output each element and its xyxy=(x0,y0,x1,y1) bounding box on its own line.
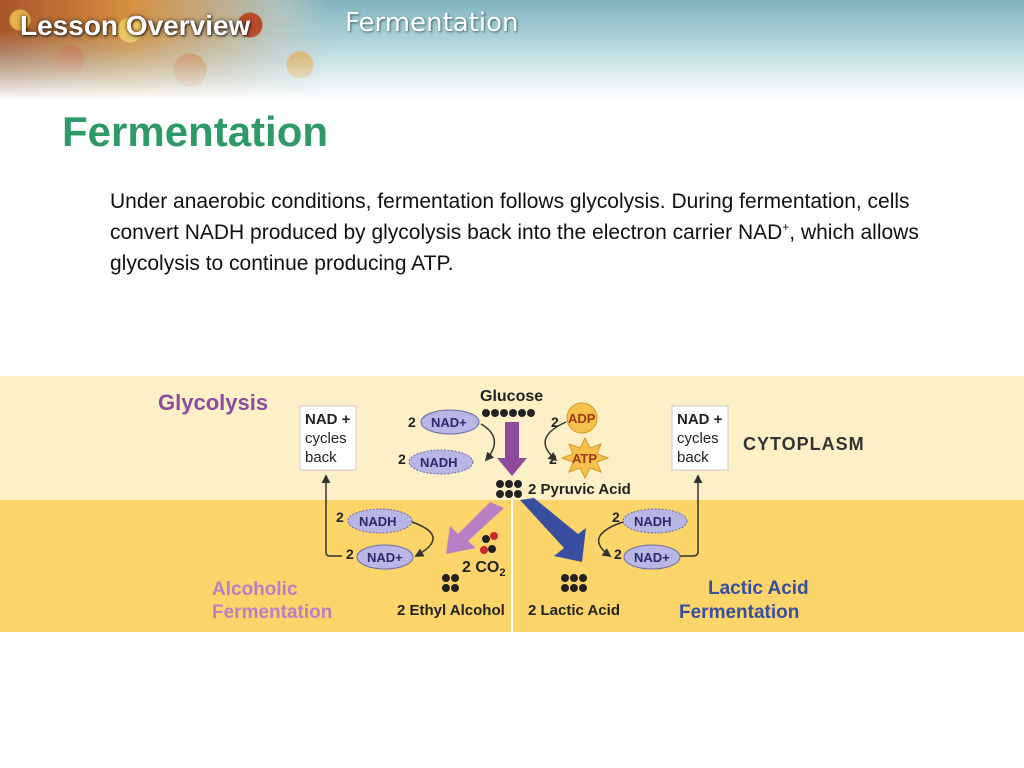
glycolysis-arrow xyxy=(497,422,527,476)
lactic-acid-molecule xyxy=(561,574,587,592)
nad-superscript: + xyxy=(782,220,790,234)
alcoholic-nad-oval xyxy=(356,544,414,570)
co2-subscript: 2 xyxy=(499,567,505,579)
nad-cycles-left-line1: NAD + xyxy=(305,411,351,428)
fermentation-diagram: Glycolysis NAD + cycles back NAD + cycle… xyxy=(0,376,1024,632)
lactic-nad-oval xyxy=(623,544,681,570)
slide-header: Lesson Overview Fermentation xyxy=(0,0,1024,100)
alcoholic-label-line1: Alcoholic xyxy=(212,579,298,600)
left-cycle-back-arrow xyxy=(321,474,342,557)
alcoholic-nadh-label: NADH xyxy=(359,514,397,529)
lactic-nad-label: NAD+ xyxy=(634,550,670,565)
co2-label: 2 CO2 xyxy=(462,559,505,579)
nad-cycles-left-line3: back xyxy=(305,449,337,466)
nad-cycles-back-right: NAD + cycles back xyxy=(671,405,729,471)
lactic-acid-label: 2 Lactic Acid xyxy=(528,602,620,619)
pyruvic-acid-label: 2 Pyruvic Acid xyxy=(528,481,631,498)
co2-label-text: 2 CO xyxy=(462,559,499,576)
lesson-overview-label: Lesson Overview xyxy=(20,10,251,41)
adp-coefficient: 2 xyxy=(551,414,559,430)
right-cycle-back-arrow xyxy=(680,474,703,557)
nad-cycles-right-line3: back xyxy=(677,449,709,466)
nad-cycles-right-line1: NAD + xyxy=(677,411,723,428)
glycolysis-nadh-label: NADH xyxy=(420,455,458,470)
glycolysis-nadh-oval xyxy=(408,449,474,475)
alcoholic-label-line2: Fermentation xyxy=(212,602,332,623)
alcoholic-nad-curve xyxy=(411,521,434,557)
nad-cycles-back-left: NAD + cycles back xyxy=(299,405,357,471)
glycolysis-nad-oval xyxy=(420,409,480,435)
nad-cycles-left-line2: cycles xyxy=(305,430,347,447)
lactic-label-line1: Lactic Acid xyxy=(708,578,809,599)
glycolysis-label: Glycolysis xyxy=(158,390,268,415)
adp-label: ADP xyxy=(568,411,596,426)
co2-molecules xyxy=(480,532,498,554)
body-text-part2: , which allows glycolysis to continue pr… xyxy=(110,221,919,275)
lactic-nadh-label: NADH xyxy=(634,514,672,529)
alcoholic-fermentation-arrow xyxy=(446,502,504,554)
body-text-part1: Under anaerobic conditions, fermentation… xyxy=(110,190,910,244)
glucose-label: Glucose xyxy=(480,388,543,405)
glycolysis-nadh-coefficient: 2 xyxy=(398,451,406,467)
atp-starburst xyxy=(560,436,610,480)
page-title: Fermentation xyxy=(62,108,329,155)
body-paragraph: Under anaerobic conditions, fermentation… xyxy=(110,186,970,279)
lactic-nad-coefficient: 2 xyxy=(614,546,622,562)
lactic-nadh-oval xyxy=(622,508,688,534)
header-topic: Fermentation xyxy=(345,8,519,38)
alcoholic-nad-label: NAD+ xyxy=(367,550,403,565)
glucose-molecule xyxy=(482,409,535,417)
cytoplasm-label: CYTOPLASM xyxy=(743,434,865,454)
ethyl-alcohol-molecule xyxy=(442,574,459,592)
lactic-label-line2: Fermentation xyxy=(679,602,799,623)
alcoholic-nadh-coefficient: 2 xyxy=(336,509,344,525)
glycolysis-nad-coefficient: 2 xyxy=(408,414,416,430)
adp-circle xyxy=(566,402,598,434)
lactic-nad-curve xyxy=(597,521,624,558)
adp-atp-curve xyxy=(544,421,567,462)
alcoholic-nadh-oval xyxy=(347,508,413,534)
lactic-fermentation-arrow xyxy=(520,498,586,562)
pyruvic-acid-molecule xyxy=(496,480,522,498)
lactic-nadh-coefficient: 2 xyxy=(612,509,620,525)
ethyl-alcohol-label: 2 Ethyl Alcohol xyxy=(397,602,505,619)
atp-label: ATP xyxy=(572,451,597,466)
nad-cycles-right-line2: cycles xyxy=(677,430,719,447)
glycolysis-nad-label: NAD+ xyxy=(431,415,467,430)
alcoholic-nad-coefficient: 2 xyxy=(346,546,354,562)
glycolysis-nad-curve xyxy=(480,423,495,462)
header-photo xyxy=(0,0,330,100)
